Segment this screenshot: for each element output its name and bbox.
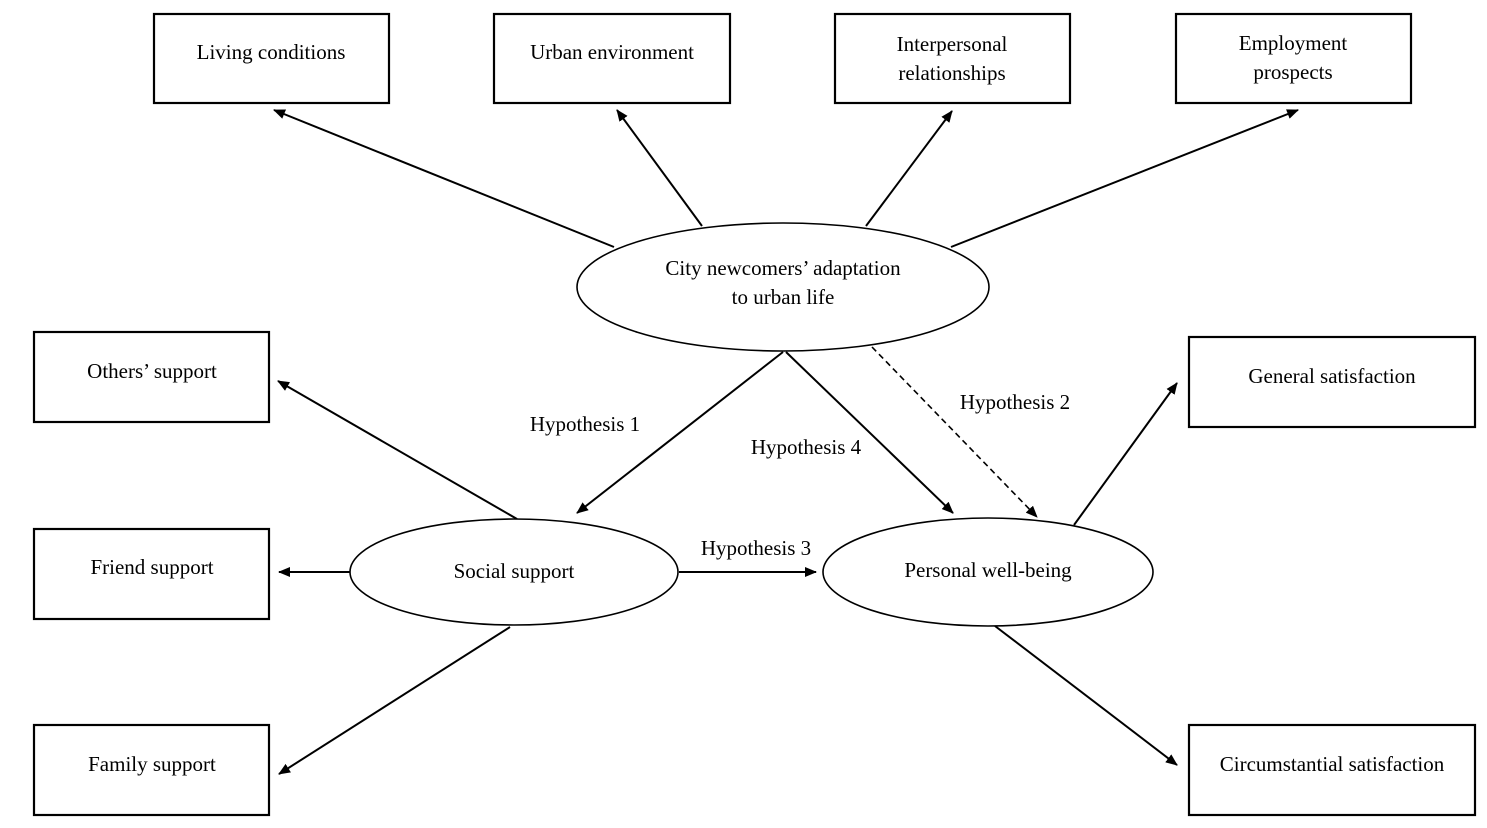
employment-label-line2: prospects bbox=[1253, 60, 1332, 84]
box-friend-support: Friend support bbox=[32, 527, 271, 621]
circumstantial-satisfaction-label: Circumstantial satisfaction bbox=[1220, 752, 1445, 776]
ellipse-social-support: Social support bbox=[349, 518, 679, 626]
box-circumstantial-satisfaction: Circumstantial satisfaction bbox=[1187, 723, 1477, 817]
box-interpersonal-relationships: Interpersonal relationships bbox=[833, 12, 1072, 105]
edge-adaptation-to-interpersonal-relationships bbox=[865, 110, 953, 227]
general-satisfaction-label: General satisfaction bbox=[1248, 364, 1416, 388]
ellipse-adaptation: City newcomers’ adaptation to urban life bbox=[576, 222, 990, 352]
edge-hypothesis-4 bbox=[785, 351, 954, 514]
interpersonal-label-line2: relationships bbox=[898, 61, 1005, 85]
edge-adaptation-to-employment-prospects bbox=[950, 109, 1299, 248]
social-support-label: Social support bbox=[454, 559, 575, 583]
edge-social-to-family-support bbox=[278, 626, 511, 775]
edge-social-to-others-support bbox=[277, 380, 518, 520]
hypothesis-3-label: Hypothesis 3 bbox=[701, 536, 811, 560]
box-general-satisfaction: General satisfaction bbox=[1187, 335, 1477, 429]
adaptation-label-line2: to urban life bbox=[732, 285, 835, 309]
edge-hypothesis-1 bbox=[576, 351, 784, 514]
interpersonal-label-line1: Interpersonal bbox=[897, 32, 1008, 56]
hypothesis-1-label: Hypothesis 1 bbox=[530, 412, 640, 436]
box-living-conditions: Living conditions bbox=[152, 12, 391, 105]
others-support-label: Others’ support bbox=[87, 359, 217, 383]
edge-hypothesis-2 bbox=[871, 346, 1038, 518]
adaptation-label-line1: City newcomers’ adaptation bbox=[665, 256, 901, 280]
friend-support-label: Friend support bbox=[90, 555, 213, 579]
ellipse-personal-wellbeing: Personal well-being bbox=[822, 517, 1154, 627]
box-family-support: Family support bbox=[32, 723, 271, 817]
edge-wellbeing-to-general-satisfaction bbox=[1073, 382, 1178, 526]
personal-wellbeing-label: Personal well-being bbox=[904, 558, 1072, 582]
box-employment-prospects: Employment prospects bbox=[1174, 12, 1413, 105]
hypothesis-4-label: Hypothesis 4 bbox=[751, 435, 862, 459]
family-support-label: Family support bbox=[88, 752, 216, 776]
box-others-support: Others’ support bbox=[32, 330, 271, 424]
edge-adaptation-to-urban-environment bbox=[616, 109, 703, 227]
edge-wellbeing-to-circumstantial-satisfaction bbox=[994, 625, 1178, 766]
urban-environment-label: Urban environment bbox=[530, 40, 694, 64]
employment-label-line1: Employment bbox=[1239, 31, 1348, 55]
hypothesis-2-label: Hypothesis 2 bbox=[960, 390, 1070, 414]
box-urban-environment: Urban environment bbox=[492, 12, 732, 105]
edge-adaptation-to-living-conditions bbox=[273, 109, 615, 248]
living-conditions-label: Living conditions bbox=[197, 40, 346, 64]
